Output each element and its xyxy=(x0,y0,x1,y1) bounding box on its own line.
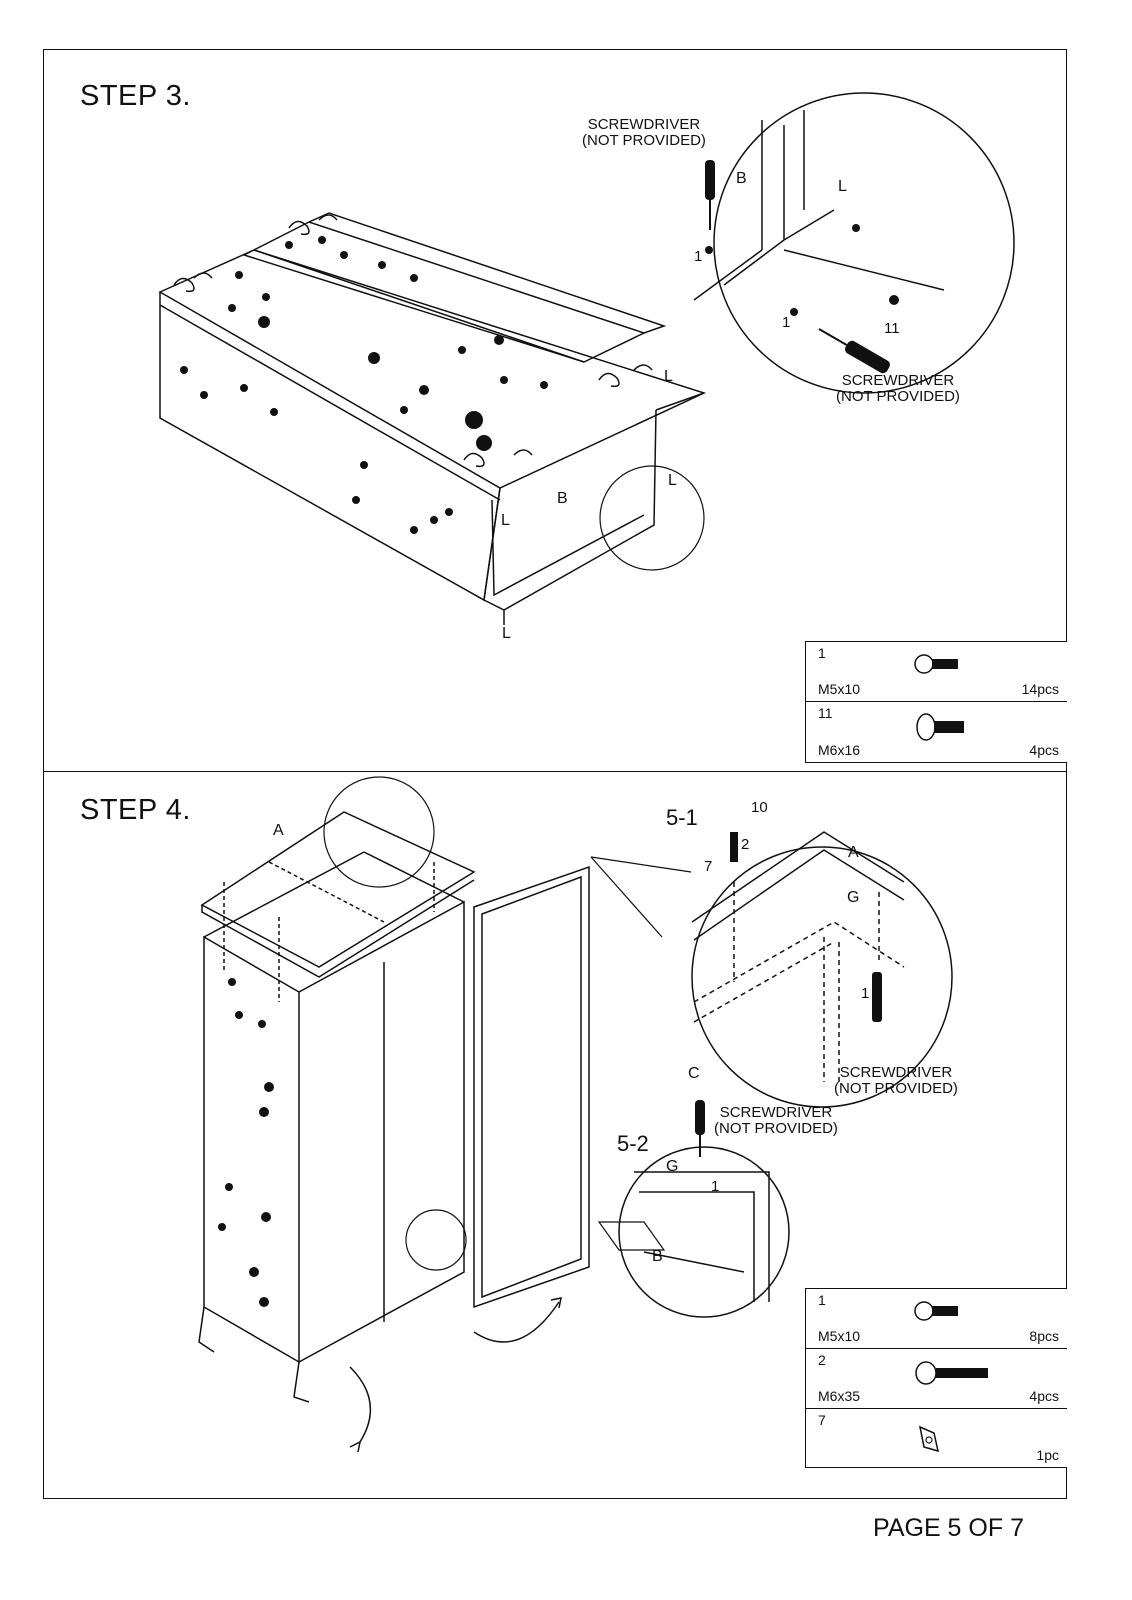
hardware-size: M6x35 xyxy=(818,1388,861,1404)
hardware-row: 1 M5x10 8pcs xyxy=(806,1289,1067,1349)
screwdriver-icon-top xyxy=(705,160,715,230)
hardware-2-label: 2 xyxy=(741,836,750,853)
short-screw-icon xyxy=(914,1301,958,1321)
thumb-screw-icon xyxy=(916,713,964,741)
part-l-bottom-label: L xyxy=(502,625,511,642)
detail-callout-circle xyxy=(599,465,705,571)
top-callout-circle xyxy=(323,776,435,888)
part-l-detail-label: L xyxy=(838,178,847,195)
hardware-qty: 8pcs xyxy=(1029,1328,1059,1344)
hardware-id: 1 xyxy=(818,1292,826,1308)
part-g-52-label: G xyxy=(666,1158,679,1175)
hardware-qty: 14pcs xyxy=(1021,681,1059,697)
hardware-id: 11 xyxy=(818,705,833,721)
scroll-ornaments xyxy=(173,214,653,468)
short-screw-icon xyxy=(914,654,958,674)
screwdriver-icon-52 xyxy=(695,1100,705,1135)
step-4-illustration xyxy=(198,776,953,1453)
bottom-callout-circle xyxy=(405,1209,467,1271)
hardware-11-label: 11 xyxy=(884,320,900,337)
screwdriver-label-52: SCREWDRIVER (NOT PROVIDED) xyxy=(714,1104,838,1137)
hardware-row: 1 M5x10 14pcs xyxy=(806,642,1067,702)
part-l-front-label: L xyxy=(501,512,510,529)
part-c-detail-label: C xyxy=(688,1065,700,1082)
detail-magnified-view xyxy=(693,92,1015,394)
page-number: PAGE 5 OF 7 xyxy=(873,1514,1024,1542)
hardware-row: 11 M6x16 4pcs xyxy=(806,702,1067,762)
part-l-right-top-label: L xyxy=(664,368,673,385)
bracket-icon xyxy=(918,1425,940,1453)
hardware-10-label: 10 xyxy=(751,799,768,816)
part-b-main-label: B xyxy=(557,490,568,507)
part-g-detail-label: G xyxy=(847,889,860,906)
hardware-qty: 1pc xyxy=(1036,1447,1059,1463)
step-3-hardware-table: 1 M5x10 14pcs 11 M6x16 4pcs xyxy=(805,641,1067,763)
step-4-panel: STEP 4. xyxy=(43,771,1067,1499)
hardware-id: 2 xyxy=(818,1352,826,1368)
screwdriver-label-bottom: SCREWDRIVER (NOT PROVIDED) xyxy=(836,372,960,405)
cabinet-upright-drawing xyxy=(198,811,590,1453)
detail-5-2-label: 5-2 xyxy=(617,1131,649,1156)
screwdriver-icon-bottom xyxy=(818,328,890,374)
hardware-row: 7 1pc xyxy=(806,1409,1067,1467)
dandelion-decorations xyxy=(218,978,274,1307)
part-b-52-label: B xyxy=(652,1248,663,1265)
step-3-title: STEP 3. xyxy=(80,80,191,112)
bolt-icon xyxy=(730,832,738,862)
cabinet-lying-drawing xyxy=(158,212,707,625)
hardware-1-bottom-label: 1 xyxy=(782,314,791,331)
hardware-1-top-label: 1 xyxy=(694,248,703,265)
part-b-detail-label: B xyxy=(736,170,747,187)
dandelion-decorations xyxy=(180,236,548,534)
hardware-id: 1 xyxy=(818,645,826,661)
part-a-detail-label: A xyxy=(848,844,859,861)
detail-5-1-label: 5-1 xyxy=(666,805,698,830)
step-3-panel: STEP 3. xyxy=(43,49,1067,772)
hardware-size: M5x10 xyxy=(818,681,861,697)
part-l-circle-label: L xyxy=(668,472,677,489)
step-4-hardware-table: 1 M5x10 8pcs 2 M6x35 4pcs 7 1pc xyxy=(805,1288,1067,1468)
step-3-illustration xyxy=(158,92,1015,625)
hardware-7-label: 7 xyxy=(704,858,713,875)
hardware-id: 7 xyxy=(818,1412,826,1428)
hardware-1-52-label: 1 xyxy=(711,1178,720,1195)
screwdriver-label-51: SCREWDRIVER (NOT PROVIDED) xyxy=(834,1064,958,1097)
hardware-qty: 4pcs xyxy=(1029,1388,1059,1404)
hardware-size: M6x16 xyxy=(818,742,861,758)
step-4-title: STEP 4. xyxy=(80,794,191,826)
screwdriver-icon-51 xyxy=(872,972,882,1022)
part-a-main-label: A xyxy=(273,822,284,839)
hardware-size: M5x10 xyxy=(818,1328,861,1344)
detail-5-2-view xyxy=(597,1100,790,1318)
screwdriver-label-top: SCREWDRIVER (NOT PROVIDED) xyxy=(582,116,706,149)
detail-5-1-view xyxy=(590,831,953,1108)
hardware-1-detail-label: 1 xyxy=(861,985,870,1002)
hardware-qty: 4pcs xyxy=(1029,742,1059,758)
hardware-row: 2 M6x35 4pcs xyxy=(806,1349,1067,1409)
long-bolt-icon xyxy=(915,1361,988,1385)
